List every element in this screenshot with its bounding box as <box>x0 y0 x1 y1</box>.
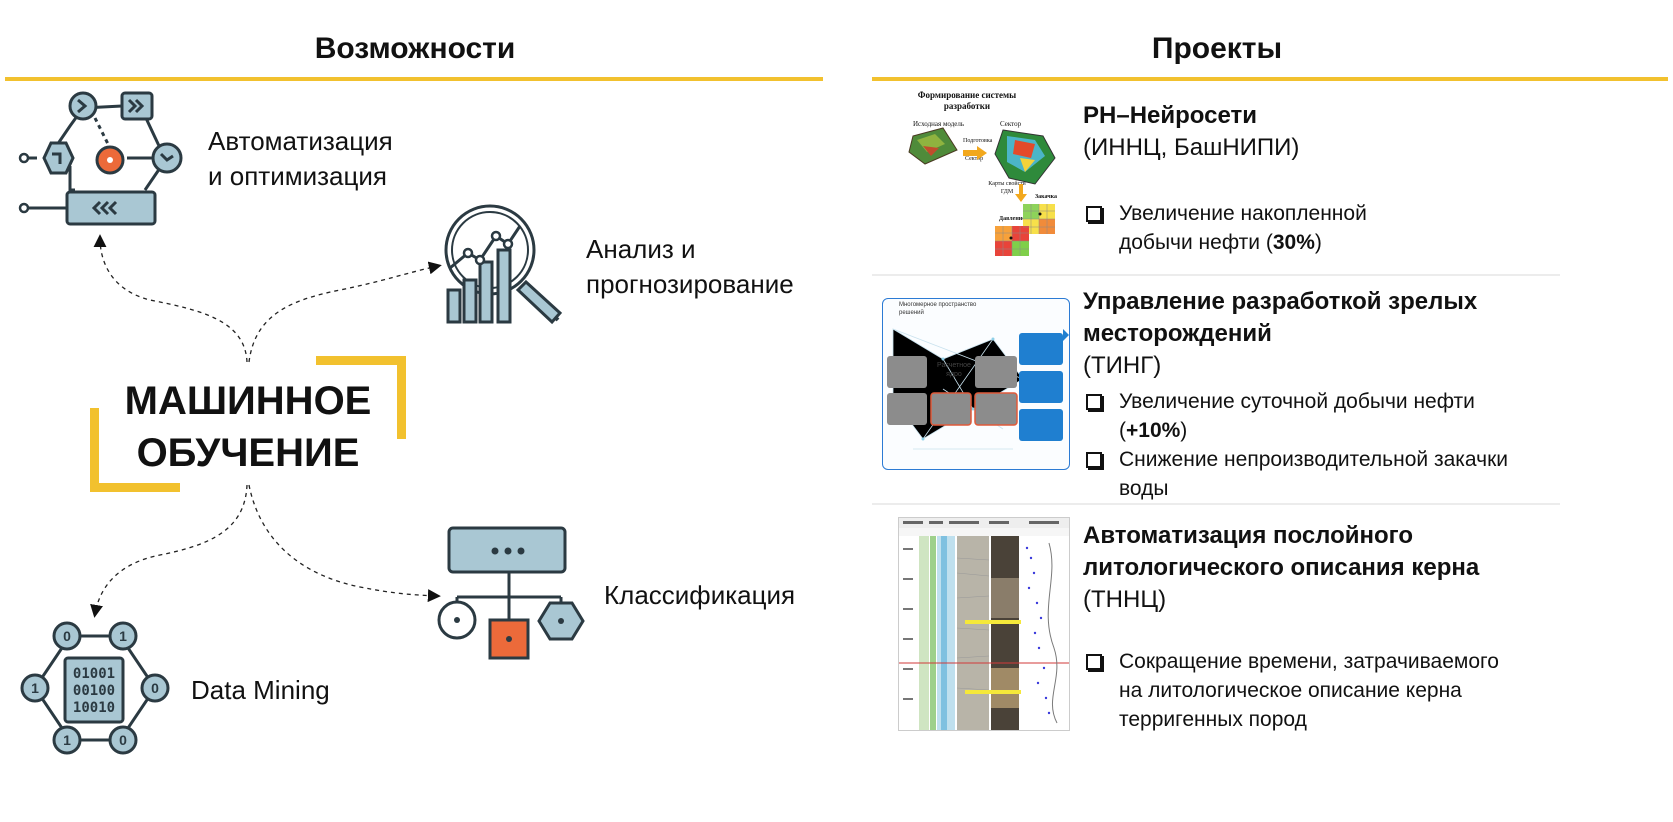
project2-bullet1-open: ( <box>1119 419 1126 442</box>
project2-bullet1-line1: Увеличение суточной добычи нефти <box>1119 390 1475 413</box>
project3-bullet1: Сокращение времени, затрачиваемого на ли… <box>1083 647 1563 734</box>
right-title-underline <box>872 77 1668 81</box>
ml-line2: ОБУЧЕНИЕ <box>136 431 360 475</box>
project3-text: Автоматизация послойного литологического… <box>1083 520 1563 734</box>
project2-thumbnail: Многомерное пространство решений Расчетн… <box>882 298 1070 470</box>
hex-digit-top-left: 0 <box>63 628 71 644</box>
project3-subtitle: (ТННЦ) <box>1083 586 1167 613</box>
arrow-to-analysis <box>248 261 442 363</box>
ml-bracket-bottom-left <box>90 408 180 492</box>
project3-bullet1-line3: терригенных пород <box>1119 708 1307 731</box>
project1-thumb-sector: Сектор <box>1000 120 1022 128</box>
automation-label-line1: Автоматизация <box>208 126 393 156</box>
classification-label: Классификация <box>604 580 796 610</box>
project1-title: РН–Нейросети <box>1083 102 1258 129</box>
analysis-label: Анализ и прогнозирование <box>586 232 794 302</box>
project1-bullet1-line1: Увеличение накопленной <box>1119 202 1367 225</box>
project2-bullet1-close: ) <box>1180 419 1188 442</box>
project2-thumb-header: Многомерное пространство решений <box>899 302 977 316</box>
project2-subtitle: (ТИНГ) <box>1083 352 1162 379</box>
left-title-underline <box>5 77 823 81</box>
project1-bullet1-bold: 30% <box>1272 231 1315 254</box>
project2-bullet2-line2: воды <box>1119 477 1169 500</box>
automation-label: Автоматизация и оптимизация <box>208 124 393 194</box>
ml-line1: МАШИННОЕ <box>124 379 372 423</box>
project3-thumbnail <box>898 517 1070 731</box>
project1-thumb-inj: Закачка <box>1035 194 1058 200</box>
datamining-icon: 01001 00100 10010 0 1 1 0 1 0 <box>20 621 170 755</box>
project-separator-1 <box>872 274 1560 276</box>
binary-row3: 10010 <box>73 700 115 716</box>
right-section-title: Проекты <box>1151 32 1283 65</box>
hex-digit-bottom-left: 1 <box>63 732 71 748</box>
project1-subtitle: (ИННЦ, БашНИПИ) <box>1083 134 1300 161</box>
project3-title-line1: Автоматизация послойного <box>1083 522 1414 549</box>
hex-digit-left: 1 <box>31 680 39 696</box>
ml-bracket-top-right <box>316 356 406 439</box>
project2-title-line1: Управление разработкой зрелых <box>1083 288 1478 315</box>
project1-thumb-prep-label: Подготовка <box>963 138 993 144</box>
project1-bullet1: Увеличение накопленной добычи нефти (30%… <box>1083 199 1553 257</box>
analysis-icon <box>444 204 563 325</box>
project1-thumb-model-label: Исходная модель <box>913 120 965 128</box>
project2-bullet2: Снижение непроизводительной закачки воды <box>1083 445 1563 503</box>
project-separator-2 <box>872 503 1560 505</box>
project1-thumb-sector-lbl: Сектор <box>965 156 984 162</box>
analysis-label-line1: Анализ и <box>586 234 696 264</box>
project1-bullet1-close: ) <box>1314 231 1322 254</box>
project3-bullet1-line2: на литологическое описание керна <box>1119 679 1462 702</box>
project1-thumb-title: Формирование системы разработки <box>917 90 1017 111</box>
automation-label-line2: и оптимизация <box>208 161 387 191</box>
datamining-label: Data Mining <box>191 675 330 705</box>
project2-title-line2: месторождений <box>1083 320 1272 347</box>
project1-thumb-maps: Карты свойств ГДМ <box>988 181 1026 195</box>
project2-bullet1-bold: +10% <box>1126 419 1181 442</box>
project1-thumbnail: Формирование системы разработки Исходная… <box>895 88 1070 266</box>
project3-title-line2: литологического описания керна <box>1083 554 1480 581</box>
arrow-to-datamining <box>90 484 248 618</box>
project3-bullet1-line1: Сокращение времени, затрачиваемого <box>1119 650 1499 673</box>
hex-digit-top-right: 1 <box>119 628 127 644</box>
arrow-to-automation <box>93 234 248 363</box>
project1-bullet1-line2: добычи нефти ( <box>1119 231 1273 254</box>
analysis-label-line2: прогнозирование <box>586 269 794 299</box>
arrow-to-classification <box>248 484 441 603</box>
connector-arrows <box>90 234 442 618</box>
ml-center-label: МАШИННОЕ ОБУЧЕНИЕ <box>100 375 396 479</box>
hex-digit-bottom-right: 0 <box>119 732 127 748</box>
binary-row1: 01001 <box>73 666 115 682</box>
project2-thumb-core: Расчетное ядро <box>937 362 971 378</box>
left-section-title: Возможности <box>314 32 516 65</box>
binary-row2: 00100 <box>73 683 115 699</box>
project2-bullet1: Увеличение суточной добычи нефти (+10%) <box>1083 387 1563 445</box>
automation-icon <box>18 91 183 226</box>
project1-text: РН–Нейросети (ИННЦ, БашНИПИ) Увеличение … <box>1083 100 1553 257</box>
classification-icon <box>437 526 585 660</box>
project2-text: Управление разработкой зрелых месторожде… <box>1083 286 1563 503</box>
project1-thumb-prod: Давление <box>999 216 1025 222</box>
project2-bullet2-line1: Снижение непроизводительной закачки <box>1119 448 1508 471</box>
hex-digit-right: 0 <box>151 680 159 696</box>
